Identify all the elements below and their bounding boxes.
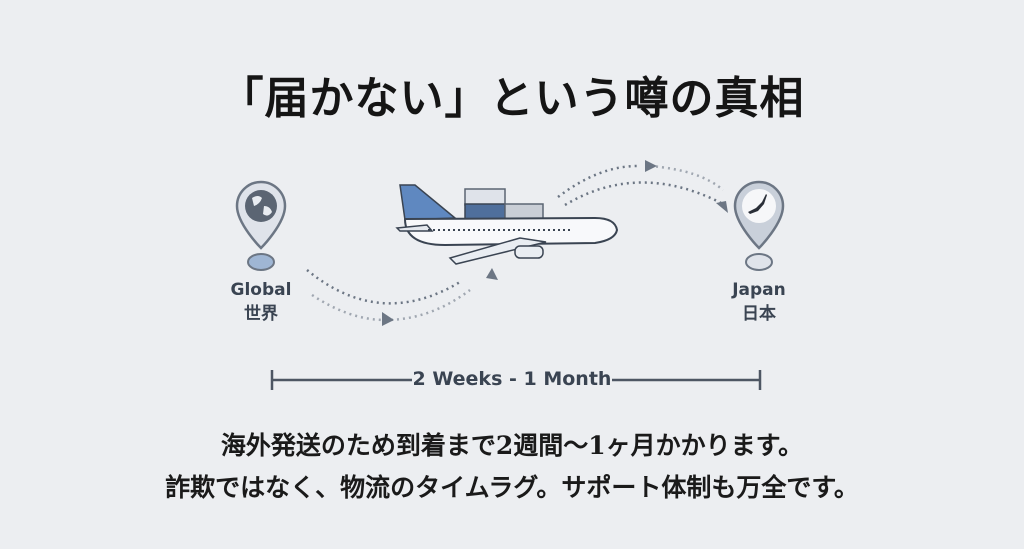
origin-label-en: Global [230,280,292,300]
destination-label: Japan 日本 [709,278,809,326]
arrow-head [382,312,394,326]
arrow-head [486,268,498,280]
arrow-head [645,160,657,172]
body-line-1: 海外発送のため到着まで2週間〜1ヶ月かかります。 [220,431,804,460]
body-line-2: 詐欺ではなく、物流のタイムラグ。サポート体制も万全です。 [165,473,859,502]
origin-label-ja: 世界 [244,304,278,324]
arrow-head [716,201,728,213]
duration-label: 2 Weeks - 1 Month [412,368,612,390]
cargo-airplane-icon [395,184,619,265]
destination-label-ja: 日本 [742,304,776,324]
japan-map-pin-icon [733,180,785,271]
destination-label-en: Japan [732,280,786,300]
origin-label: Global 世界 [211,278,311,326]
globe-pin-icon [235,180,287,271]
route-arrow-in [306,269,471,322]
route-arrow-out [557,164,726,207]
page-title: 「届かない」という噂の真相 [219,73,805,124]
